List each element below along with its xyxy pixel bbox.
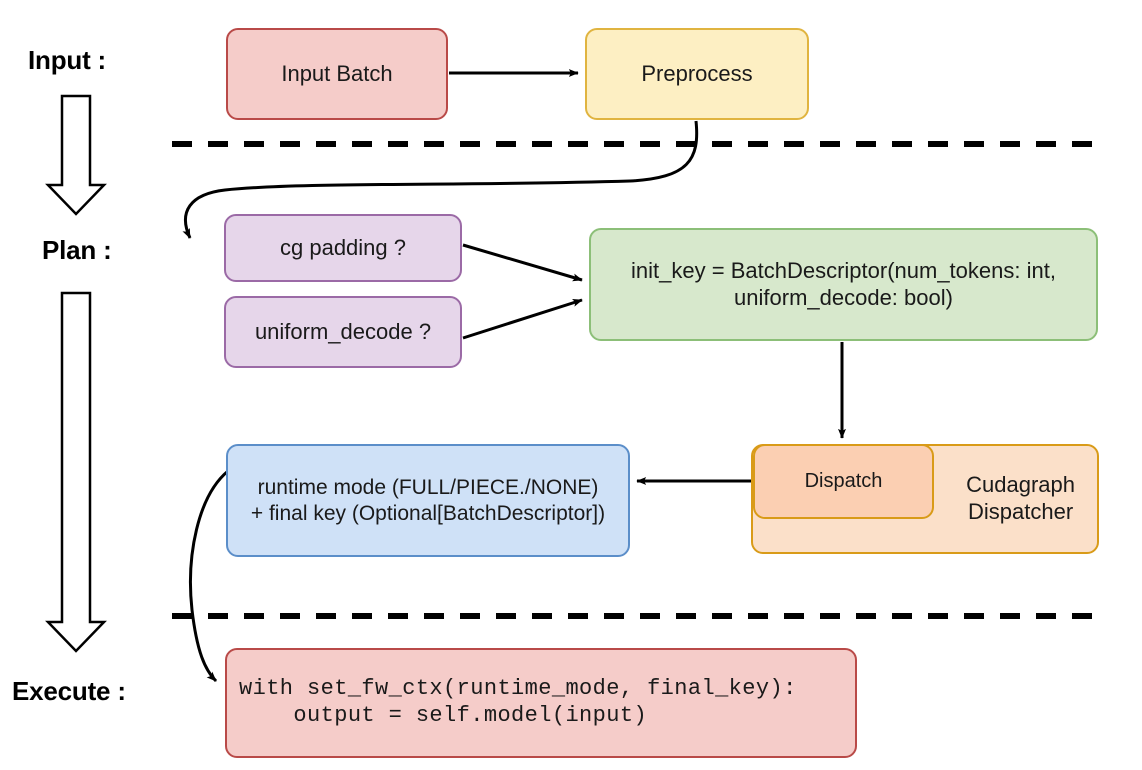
stage-label-plan: Plan :	[42, 235, 112, 265]
stage-label-input: Input :	[28, 45, 107, 75]
dispatch-label: Dispatch	[804, 470, 883, 493]
uniform-decode-node[interactable]: uniform_decode ?	[224, 296, 462, 368]
stage-label-execute: Execute :	[12, 676, 126, 706]
execute-code-text: with set_fw_ctx(runtime_mode, final_key)…	[239, 676, 797, 728]
execute-code-node[interactable]: with set_fw_ctx(runtime_mode, final_key)…	[225, 648, 857, 758]
cg-padding-label: cg padding ?	[280, 234, 406, 260]
init-key-label: init_key = BatchDescriptor(num_tokens: i…	[631, 257, 1056, 310]
input-batch-label: Input Batch	[281, 60, 393, 86]
uniform-decode-label: uniform_decode ?	[254, 318, 432, 344]
stage-arrow-input-to-plan	[45, 94, 107, 216]
edge-runtime-mode-to-execute-code	[189, 469, 229, 683]
stage-arrow-plan-to-execute	[45, 291, 107, 653]
init-key-node[interactable]: init_key = BatchDescriptor(num_tokens: i…	[589, 228, 1098, 341]
preprocess-label: Preprocess	[641, 60, 753, 86]
dispatch-node[interactable]: Dispatch	[753, 444, 934, 519]
preprocess-node[interactable]: Preprocess	[585, 28, 809, 120]
runtime-mode-label: runtime mode (FULL/PIECE./NONE) + final …	[250, 475, 606, 525]
edge-uniform-decode-to-init-key	[462, 298, 583, 340]
cudagraph-dispatcher-label: Cudagraph Dispatcher	[966, 472, 1075, 524]
cg-padding-node[interactable]: cg padding ?	[224, 214, 462, 282]
input-batch-node[interactable]: Input Batch	[226, 28, 448, 120]
edge-cg-padding-to-init-key	[462, 243, 583, 282]
runtime-mode-node[interactable]: runtime mode (FULL/PIECE./NONE) + final …	[226, 444, 630, 557]
